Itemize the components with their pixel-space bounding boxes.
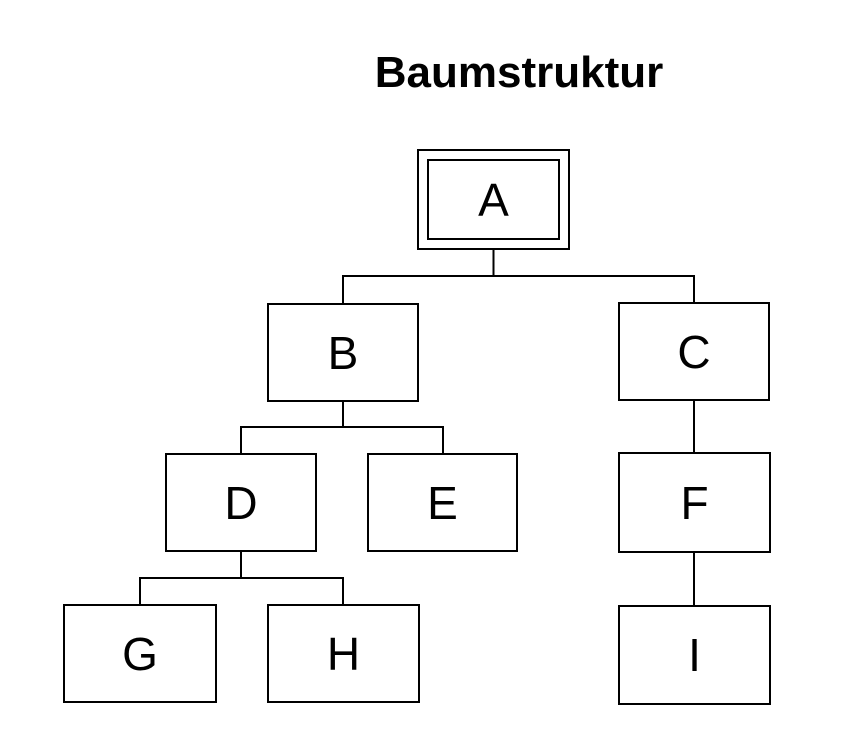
node-E: E: [367, 453, 518, 552]
edges-d-to-g-h: [139, 552, 344, 604]
node-B-label: B: [327, 326, 359, 379]
node-G-label: G: [122, 627, 158, 680]
diagram-title: Baumstruktur: [374, 48, 664, 97]
edges-b-to-d-e: [240, 402, 444, 453]
node-A-inner-border: A: [427, 159, 560, 240]
node-C: C: [618, 302, 770, 401]
node-I-label: I: [688, 629, 701, 681]
node-A: A: [417, 149, 570, 250]
node-D-label: D: [224, 476, 258, 529]
node-C-label: C: [677, 325, 711, 378]
node-F-label: F: [680, 476, 709, 529]
node-H-label: H: [326, 627, 361, 680]
node-E-label: E: [427, 476, 458, 529]
node-F: F: [618, 452, 771, 553]
node-B: B: [267, 303, 419, 402]
node-G: G: [63, 604, 217, 703]
node-A-label: A: [478, 173, 509, 226]
node-D: D: [165, 453, 317, 552]
node-H: H: [267, 604, 420, 703]
node-I: I: [618, 605, 771, 705]
edges-a-to-b-c: [342, 250, 695, 303]
